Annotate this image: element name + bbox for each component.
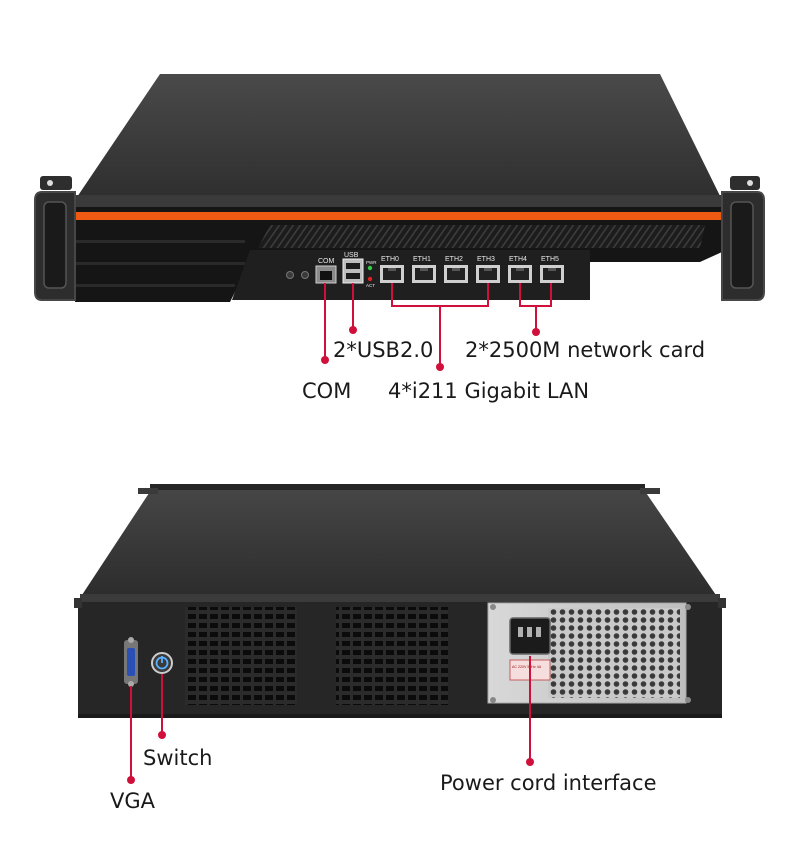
com-port-label: COM	[318, 258, 335, 265]
eth-port-icon	[412, 265, 436, 283]
vga-callout-label: VGA	[110, 789, 156, 813]
front-chassis	[75, 74, 722, 302]
right-rack-ear	[721, 176, 765, 301]
reset-button-icon[interactable]	[301, 271, 309, 279]
power-switch-icon[interactable]	[151, 652, 173, 674]
rear-callout-dots	[127, 731, 534, 784]
usb-callout-label: 2*USB2.0	[333, 338, 434, 362]
eth-port-icon	[380, 265, 404, 283]
eth0-label: ETH0	[381, 256, 399, 263]
psu-rating-text: AC 220V 50Hz 4A	[512, 665, 542, 669]
eth-port-icon	[540, 265, 564, 283]
usb-port-label: USB	[344, 252, 359, 259]
pwr-led-icon	[367, 265, 373, 271]
vga-port-icon	[124, 637, 138, 687]
orange-accent-stripe	[75, 212, 722, 220]
vent-grille-center	[336, 607, 448, 705]
power-supply-unit: AC 220V 50Hz 4A	[487, 602, 691, 704]
switch-callout-label: Switch	[143, 746, 213, 770]
rear-callout-lines	[130, 656, 531, 778]
front-callout-dots	[321, 326, 540, 371]
eth5-label: ETH5	[541, 256, 559, 263]
gigabit-lan-callout-label: 4*i211 Gigabit LAN	[388, 379, 590, 403]
com-callout-label: COM	[302, 379, 352, 403]
eth2-label: ETH2	[445, 256, 463, 263]
left-rack-ear	[34, 176, 76, 301]
eth-port-icon	[476, 265, 500, 283]
eth-port-icon	[508, 265, 532, 283]
front-callout-lines	[324, 283, 552, 365]
front-io-panel: COM USB PWR ACT ETH0 ETH1 ETH2 ETH3 ETH4…	[286, 252, 564, 288]
eth4-label: ETH4	[509, 256, 527, 263]
act-led-icon	[367, 276, 373, 282]
pwr-led-label: PWR	[366, 260, 377, 265]
vent-grille-left	[185, 607, 297, 705]
act-led-label: ACT	[366, 283, 375, 288]
ethernet-ports	[380, 265, 564, 283]
power-cord-callout-label: Power cord interface	[440, 771, 657, 795]
eth3-label: ETH3	[477, 256, 495, 263]
eth-port-icon	[444, 265, 468, 283]
eth1-label: ETH1	[413, 256, 431, 263]
network-card-callout-label: 2*2500M network card	[465, 338, 706, 362]
power-button-icon[interactable]	[286, 271, 294, 279]
usb-port-icon	[342, 258, 364, 284]
